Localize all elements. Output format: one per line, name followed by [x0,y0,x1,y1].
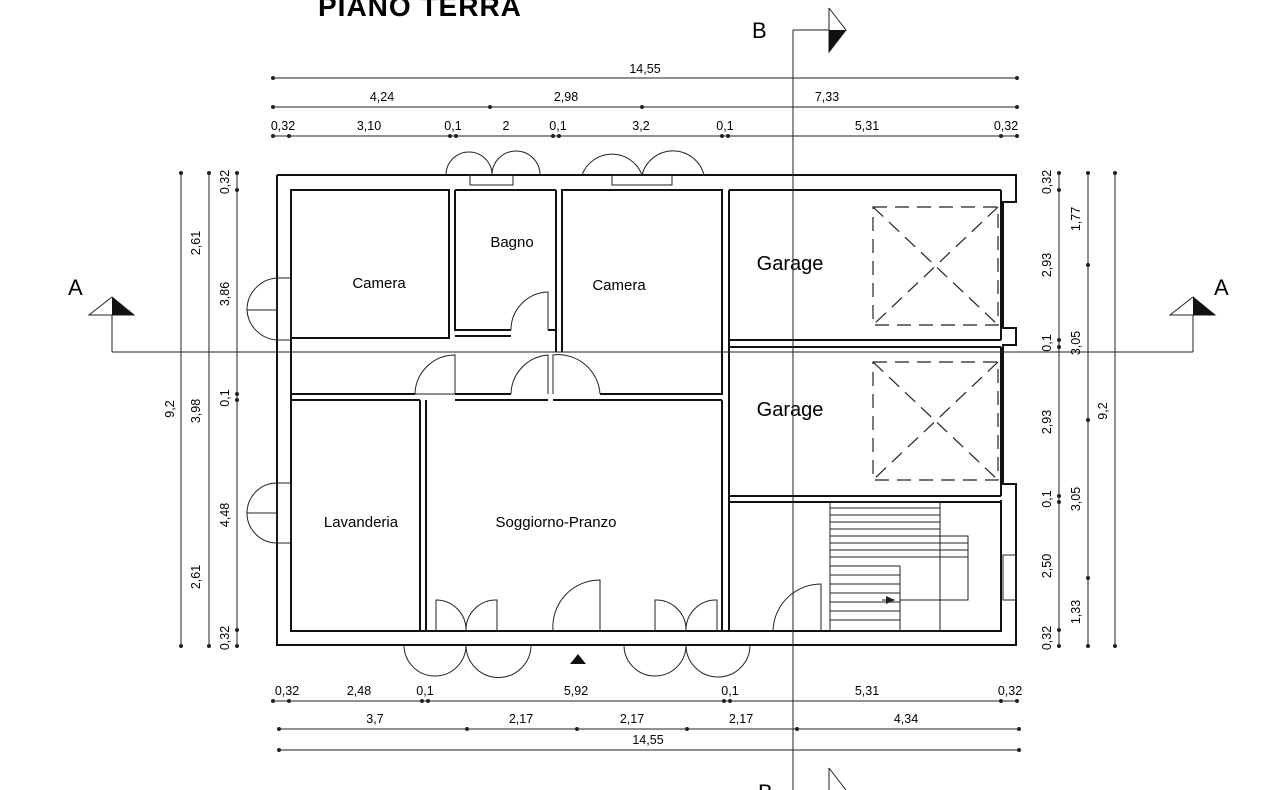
windows [246,150,1017,678]
plan-title: PIANO TERRA [318,0,522,22]
dimensions-top: 14,55 4,24 2,98 7,33 0,32 3,10 0,1 2 0,1… [271,62,1019,138]
room-label-garage-1: Garage [757,253,824,275]
dim-right-inner: 2,93 [1040,410,1054,434]
exterior-walls [276,174,1017,646]
dim-top-row3: 0,32 [271,119,295,133]
dim-left-middle: 3,98 [189,399,203,423]
dimensions-bottom: 0,32 2,48 0,1 5,92 0,1 5,31 0,32 3,7 2,1… [271,684,1022,752]
doors [414,291,822,632]
dim-bottom-row1: 0,1 [416,684,433,698]
dim-right-middle: 3,05 [1069,487,1083,511]
section-lines: A A B B [68,7,1229,790]
dim-right-total: 9,2 [1096,402,1110,419]
dim-bottom-row1: 0,32 [998,684,1022,698]
section-a-right-label: A [1214,275,1229,300]
room-label-lavanderia: Lavanderia [324,514,399,531]
dim-top-row3: 0,1 [549,119,566,133]
dim-right-inner: 0,32 [1040,170,1054,194]
dim-bottom-row1: 5,31 [855,684,879,698]
entrance-marker [570,654,586,664]
dim-top-row3: 3,10 [357,119,381,133]
dim-bottom-row2: 4,34 [894,712,918,726]
dim-top-row3: 3,2 [632,119,649,133]
dim-bottom-row2: 2,17 [729,712,753,726]
dim-bottom-row1: 0,32 [275,684,299,698]
dim-bottom-total: 14,55 [632,733,663,747]
dim-left-inner: 0,1 [218,389,232,406]
dim-top-row3: 0,32 [994,119,1018,133]
section-b-bottom-label: B [758,780,773,790]
dimensions-left: 9,2 2,61 2,61 3,86 3,98 4,48 0,32 0,1 0,… [163,170,239,650]
dim-top-row3: 2 [503,119,510,133]
section-a-left-label: A [68,275,83,300]
garage-car-outlines [872,206,999,481]
dim-left-outer: 2,61 [189,231,203,255]
room-label-camera-1: Camera [352,275,406,292]
dim-bottom-row1: 2,48 [347,684,371,698]
dim-top-row2: 4,24 [370,90,394,104]
interior-walls [290,189,1002,631]
dim-bottom-row2: 2,17 [620,712,644,726]
room-labels: Camera Bagno Camera Garage Garage Lavand… [324,234,823,531]
dim-right-inner: 0,32 [1040,626,1054,650]
dim-top-row2: 7,33 [815,90,839,104]
dim-right-middle: 1,77 [1069,207,1083,231]
dimensions-right: 0,32 2,93 0,1 2,93 0,1 2,50 0,32 1,77 3,… [1040,170,1117,650]
dim-right-middle: 1,33 [1069,600,1083,624]
dim-left-inner: 0,32 [218,626,232,650]
dim-left-inner: 0,32 [218,170,232,194]
dim-top-total: 14,55 [629,62,660,76]
room-label-soggiorno: Soggiorno-Pranzo [496,514,617,531]
room-label-bagno: Bagno [490,234,533,251]
dim-left-total: 9,2 [163,400,177,417]
room-label-garage-2: Garage [757,399,824,421]
dim-left-outer: 2,61 [189,565,203,589]
dim-top-row3: 0,1 [716,119,733,133]
dim-top-row2: 2,98 [554,90,578,104]
staircase [829,501,969,632]
room-label-camera-2: Camera [592,277,646,294]
dim-right-inner: 2,50 [1040,554,1054,578]
dim-bottom-row2: 3,7 [366,712,383,726]
dim-bottom-row2: 2,17 [509,712,533,726]
dim-right-inner: 2,93 [1040,253,1054,277]
dim-left-middle: 4,48 [218,503,232,527]
dim-right-inner: 0,1 [1040,334,1054,351]
section-b-top-label: B [752,18,767,43]
dim-right-middle: 3,05 [1069,331,1083,355]
dim-top-row3: 5,31 [855,119,879,133]
dim-top-row3: 0,1 [444,119,461,133]
dim-bottom-row1: 0,1 [721,684,738,698]
dim-right-inner: 0,1 [1040,490,1054,507]
dim-bottom-row1: 5,92 [564,684,588,698]
dim-left-middle: 3,86 [218,282,232,306]
